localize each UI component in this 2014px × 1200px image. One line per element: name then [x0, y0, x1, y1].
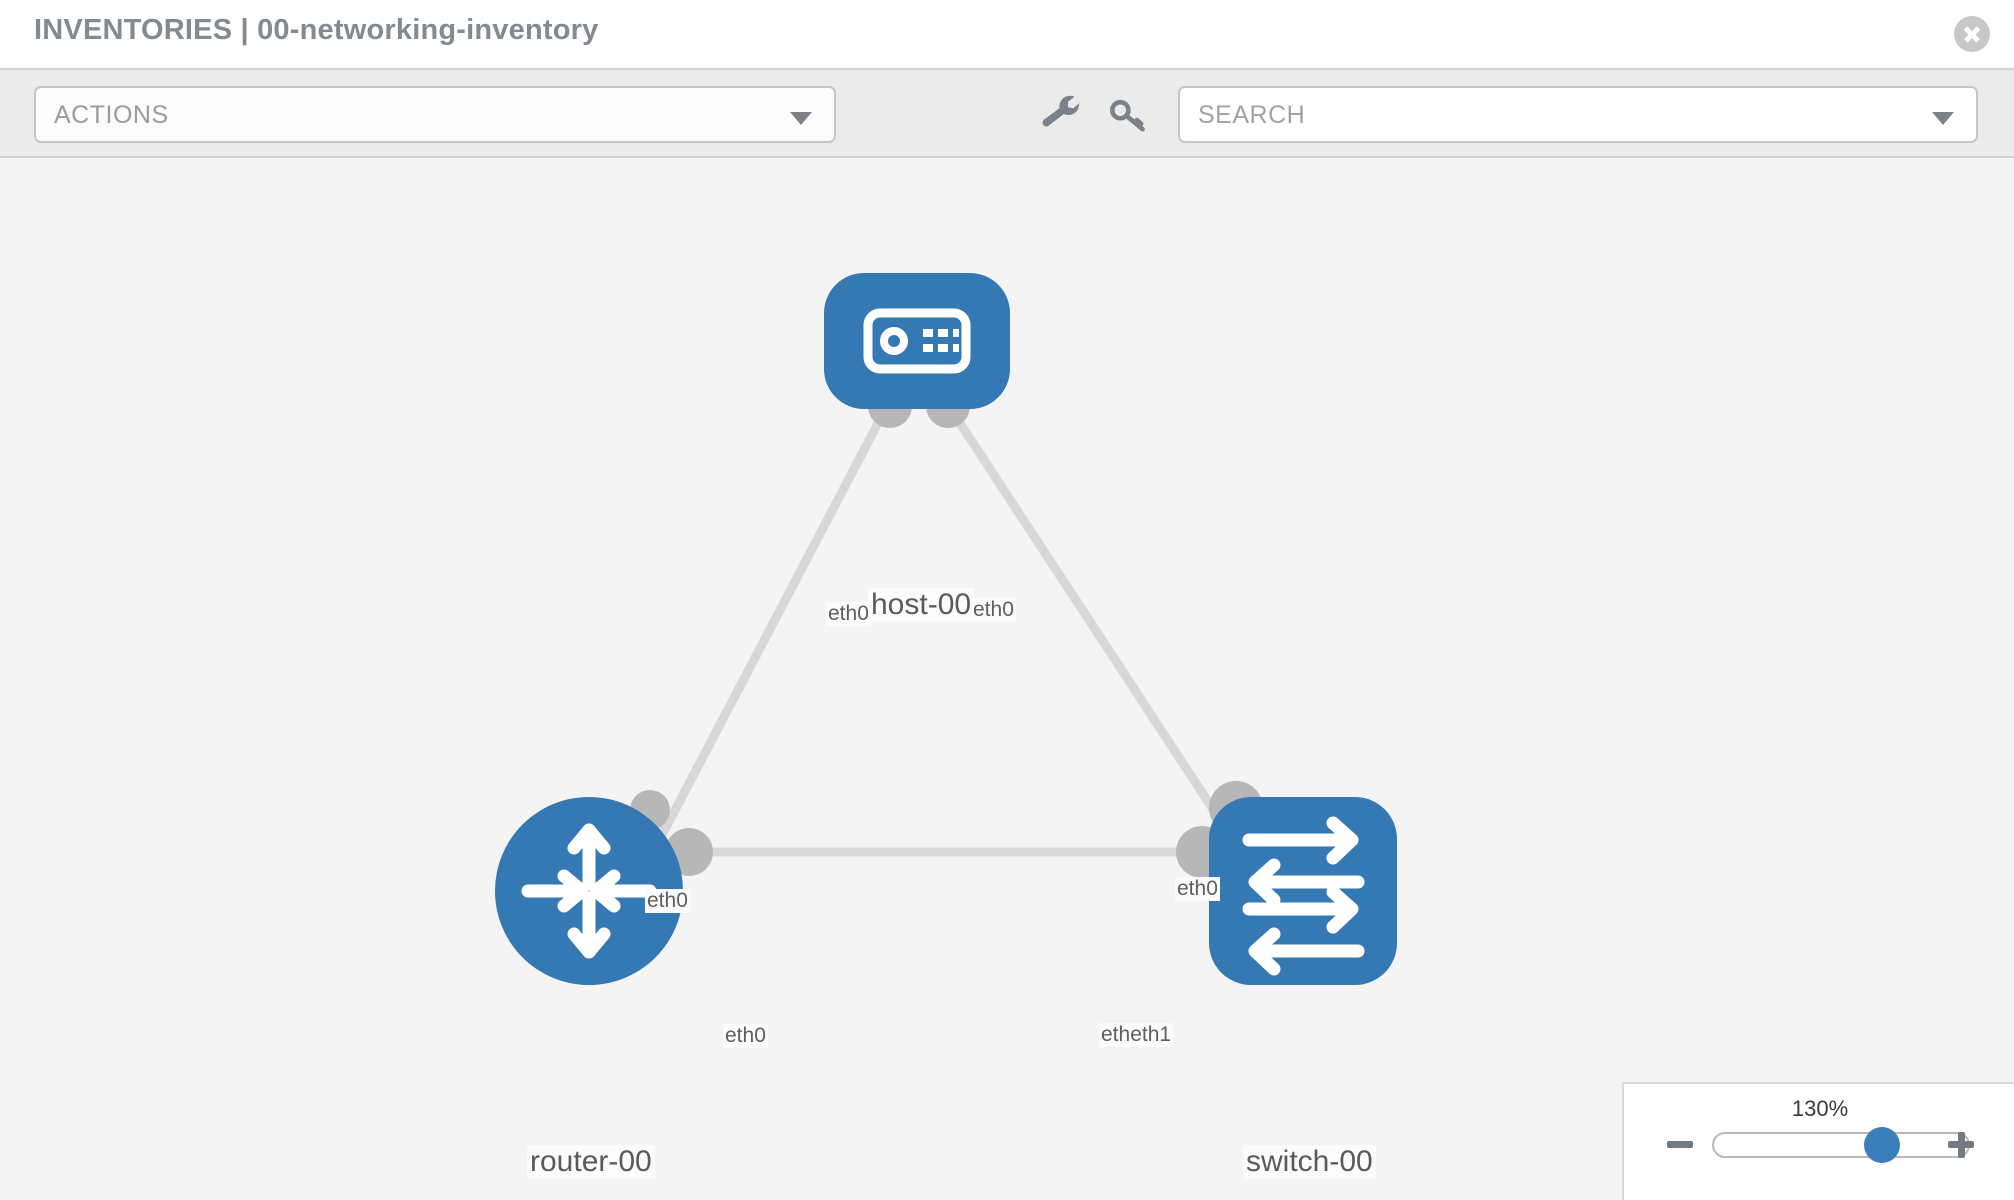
node-label-host-00: host-00 — [868, 588, 975, 622]
edge-host-router — [646, 405, 890, 861]
edge-label-router-right-port: eth0 — [723, 1024, 768, 1048]
close-icon[interactable] — [1954, 16, 1990, 52]
chevron-down-icon — [790, 112, 812, 125]
key-icon-svg — [1109, 99, 1145, 132]
node-label-switch-00: switch-00 — [1243, 1145, 1376, 1179]
node-label-router-00: router-00 — [527, 1145, 655, 1179]
wrench-icon-svg — [1042, 95, 1080, 127]
topology-canvas[interactable]: eth0 eth0 eth0 eth0 eth0 etheth1 host-00… — [0, 158, 2014, 1200]
key-icon[interactable] — [1105, 92, 1151, 138]
node-router-00 — [495, 797, 683, 985]
zoom-percent-label: 130% — [1791, 1096, 1849, 1121]
node-host-00 — [824, 273, 1010, 409]
server-icon — [863, 308, 971, 374]
router-arrows-icon — [521, 823, 657, 959]
actions-dropdown[interactable]: ACTIONS — [34, 86, 836, 143]
page-title: INVENTORIES | 00-networking-inventory — [34, 14, 599, 46]
chevron-down-icon — [1932, 112, 1954, 125]
topology-graph — [495, 273, 1397, 985]
edge-label-switch-up-port: eth0 — [1175, 877, 1220, 901]
edge-label-switch-left-port: etheth1 — [1099, 1023, 1174, 1047]
edge-host-switch — [946, 405, 1249, 861]
zoom-slider-thumb[interactable] — [1864, 1127, 1900, 1163]
edge-label-host-right-port: eth0 — [971, 598, 1016, 622]
switch-arrows-icon — [1242, 816, 1365, 976]
edge-label-router-up-port: eth0 — [645, 889, 690, 913]
graph-connectors — [630, 384, 1263, 878]
search-input[interactable]: SEARCH — [1178, 86, 1978, 143]
zoom-slider-track[interactable] — [1712, 1132, 1970, 1158]
toolbar: ACTIONS SEARCH — [0, 68, 2014, 158]
page-header: INVENTORIES | 00-networking-inventory — [0, 0, 2014, 68]
minus-icon[interactable] — [1667, 1141, 1693, 1148]
zoom-control: 130% — [1622, 1082, 2014, 1200]
edge-label-host-left-port: eth0 — [826, 602, 871, 626]
node-switch-00 — [1209, 797, 1397, 985]
search-placeholder: SEARCH — [1198, 101, 1306, 129]
graph-edges — [646, 405, 1249, 861]
actions-dropdown-label: ACTIONS — [54, 101, 169, 129]
wrench-icon[interactable] — [1038, 92, 1084, 138]
plus-icon-vertical — [1957, 1131, 1965, 1158]
